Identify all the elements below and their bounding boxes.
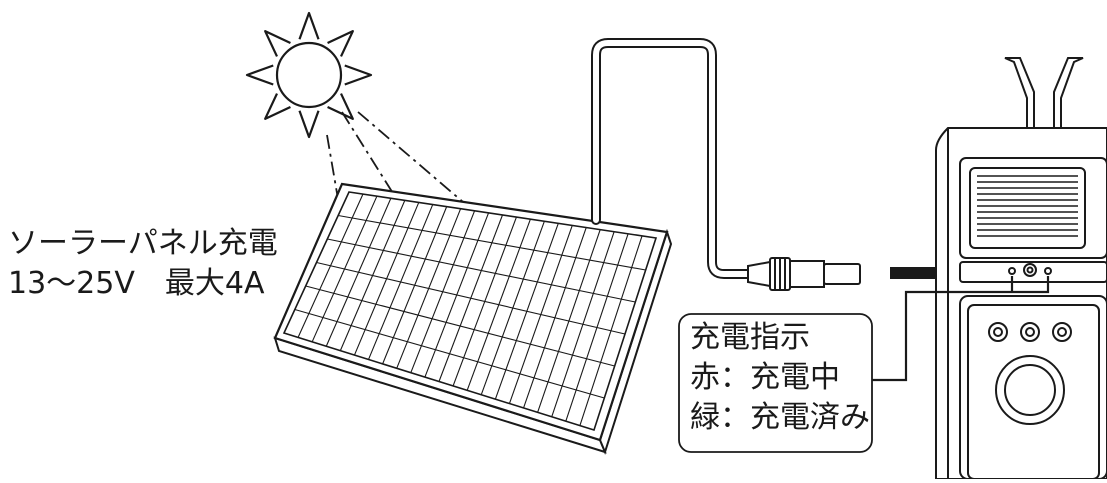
output-ports [988,322,1072,342]
indicator-label: 充電指示 赤：充電中 緑：充電済み [690,318,870,438]
panel-cell-line [327,238,636,303]
panel-cell-line [338,214,646,271]
sun-ray [298,110,320,139]
sun-ray [264,93,291,120]
sun-ray [245,64,274,86]
solar-charging-spec: 13～25V 最大4A [8,266,265,301]
dc-plug-icon [747,257,861,291]
sun-ray [344,64,373,86]
light-lens [995,355,1065,425]
indicator-green-meaning: 緑：充電済み [690,400,870,435]
charging-cable [591,38,765,279]
sun-ray [327,93,354,120]
indicator-leader-lines [872,276,1050,382]
panel-cell-line [294,308,605,399]
indicator-callout-box [678,313,873,453]
solar-charging-title: ソーラーパネル充電 [8,226,278,261]
power-station-icon [935,57,1107,480]
sun-ray [327,30,354,57]
sun-ray [298,11,320,40]
sun-ray [264,30,291,57]
panel-cell-line [305,285,615,367]
indicator-title: 充電指示 [690,320,810,355]
indicator-red-meaning: 赤：充電中 [690,360,840,395]
solar-charging-label: ソーラーパネル充電 13～25V 最大4A [8,224,278,304]
solar-panel-icon [273,182,673,455]
panel-cell-line [316,261,626,335]
sun-icon [245,11,373,139]
